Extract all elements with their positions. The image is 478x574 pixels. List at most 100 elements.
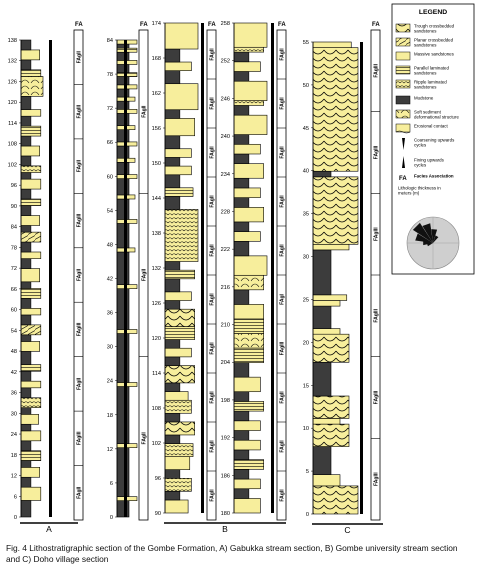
tick-label: 186 xyxy=(221,473,230,479)
lithology-bed xyxy=(233,100,265,106)
legend-label: deformational structure xyxy=(414,115,459,120)
tick-label: 204 xyxy=(221,360,230,366)
lithology-bed xyxy=(312,423,350,447)
lithology-bed xyxy=(233,114,268,135)
facies-label: FAgII xyxy=(77,159,83,172)
lithology-bed xyxy=(312,418,341,425)
legend-label: Erosional contact xyxy=(414,124,448,129)
lithology-bed xyxy=(312,328,341,335)
legend-swatch xyxy=(395,37,411,47)
tick-label: 50 xyxy=(303,83,309,89)
legend-label: Ripple laminated xyxy=(414,80,447,85)
lithology-bed xyxy=(20,387,32,399)
tick-label: 18 xyxy=(107,413,113,419)
section-column-B1: 9096102108114120126132138144150156162168… xyxy=(152,21,217,521)
lithology-bed xyxy=(233,333,265,349)
lithology-bed xyxy=(116,113,130,126)
tick-label: 72 xyxy=(107,106,113,112)
lithology-bed xyxy=(312,170,332,178)
facies-label: FAgII xyxy=(77,268,83,281)
facies-label: FAgIII xyxy=(77,104,83,118)
legend-label: sandstones xyxy=(414,29,437,34)
lithology-bed xyxy=(164,135,181,150)
lithology-bed xyxy=(164,421,196,436)
lithology-bed xyxy=(233,439,261,451)
tick-label: 54 xyxy=(11,328,17,334)
facies-box xyxy=(138,29,149,521)
legend-label: Soft sediment xyxy=(414,110,442,115)
lithology-bed xyxy=(233,177,250,189)
tick-label: 144 xyxy=(152,196,161,202)
tick-label: 126 xyxy=(8,79,17,85)
lithology-bed xyxy=(20,288,42,299)
legend-swatch xyxy=(395,23,411,33)
tick-label: 78 xyxy=(107,72,113,78)
lithology-bed xyxy=(233,231,261,242)
tick-label: 234 xyxy=(221,172,230,178)
lithology-bed xyxy=(233,274,265,291)
facies-label: FAgIII xyxy=(280,341,286,355)
tick-label: 138 xyxy=(8,38,17,44)
legend-label: Lithologic thickness in xyxy=(398,186,441,191)
tick-label: 132 xyxy=(8,59,17,65)
facies-label: FAgII xyxy=(210,489,216,502)
legend-label: Mudstone xyxy=(414,96,434,101)
tick-label: 252 xyxy=(221,59,230,65)
facies-label: FAgII xyxy=(210,48,216,61)
lithology-bed xyxy=(164,365,196,384)
tick-label: 5 xyxy=(306,469,309,475)
lithology-bed xyxy=(116,447,130,497)
coarsening-wedge-icon xyxy=(402,138,405,150)
lithology-bed xyxy=(164,499,189,514)
section-label: B xyxy=(222,524,228,534)
tick-label: 96 xyxy=(155,476,161,482)
lithology-bed xyxy=(20,397,42,408)
tick-label: 48 xyxy=(11,349,17,355)
lithology-bed xyxy=(20,155,32,167)
lithology-bed xyxy=(164,308,196,327)
lithology-bed xyxy=(20,308,42,316)
rose-petal xyxy=(433,235,439,243)
tick-label: 0 xyxy=(14,515,17,521)
lithology-bed xyxy=(164,391,189,401)
lithology-bed xyxy=(164,434,181,444)
lithology-bed xyxy=(116,76,130,86)
lithology-bed xyxy=(20,145,41,157)
lithology-bed xyxy=(20,225,32,233)
lithology-bed xyxy=(164,278,181,293)
tick-label: 138 xyxy=(152,231,161,237)
lithology-bed xyxy=(20,115,32,127)
lithology-bed xyxy=(20,341,41,352)
lithology-bed xyxy=(164,109,181,119)
tick-label: 168 xyxy=(152,56,161,62)
legend-label: sandstones xyxy=(414,43,437,48)
lithology-bed xyxy=(233,22,268,48)
tick-label: 216 xyxy=(221,285,230,291)
lithology-bed xyxy=(233,410,250,422)
lithology-bed xyxy=(233,51,250,63)
tick-label: 210 xyxy=(221,323,230,329)
legend-label: Fining upwards xyxy=(414,158,445,163)
lithology-bed xyxy=(312,47,359,172)
facies-label: FAgII xyxy=(77,486,83,499)
lithology-bed xyxy=(312,361,332,397)
lithology-bed xyxy=(233,478,261,490)
section-label: C xyxy=(344,525,350,535)
lithology-bed xyxy=(233,420,261,431)
facies-label: FAgIII xyxy=(77,213,83,227)
lithology-bed xyxy=(233,318,265,334)
lithology-bed xyxy=(233,289,250,305)
lithology-bed xyxy=(312,176,359,245)
tick-label: 102 xyxy=(8,162,17,168)
legend-title: LEGEND xyxy=(419,9,447,16)
lithology-bed xyxy=(20,178,42,190)
facies-label: FAgII xyxy=(280,48,286,61)
tick-label: 36 xyxy=(11,391,17,397)
facies-label: FAgII xyxy=(210,293,216,306)
lithology-bed xyxy=(164,174,181,189)
erosion-line xyxy=(395,130,411,134)
legend-item: Erosional contact xyxy=(395,124,448,134)
legend-label: cycles xyxy=(414,143,427,148)
facies-column: FAFAgIIFAgIIFAgIIFAgIIIFAgIFAgIIFAgIIFAg… xyxy=(276,22,287,521)
